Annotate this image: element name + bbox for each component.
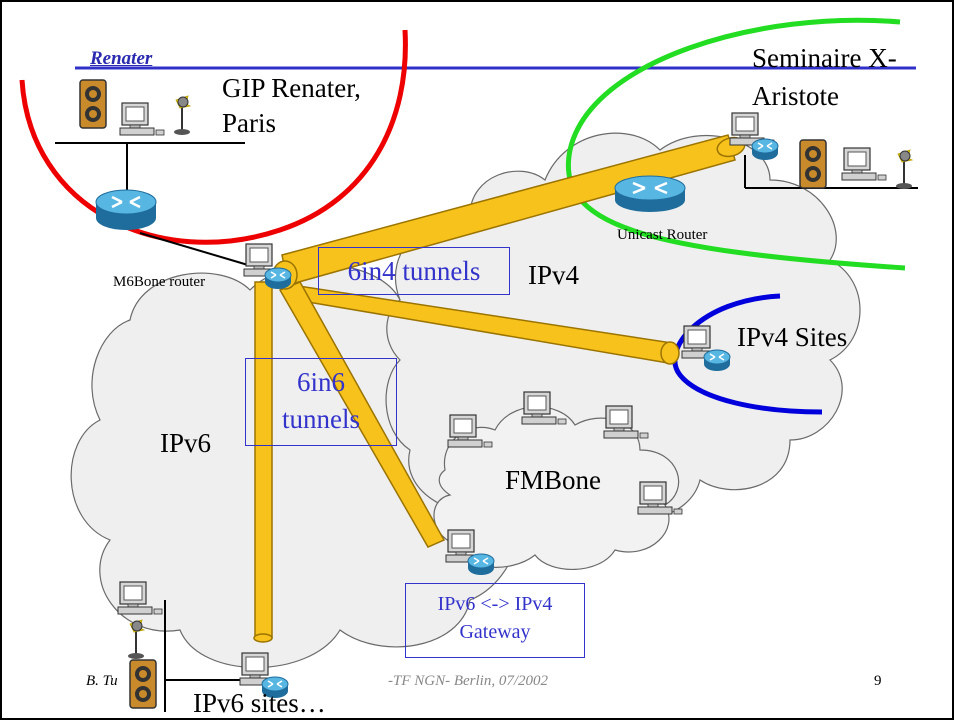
ipv4-sites-router-icon — [703, 349, 731, 372]
m6bone-router-icon — [264, 267, 292, 290]
six-in-four-tunnels-label: 6in4 tunnels — [318, 247, 510, 295]
renater-router-icon — [95, 189, 157, 230]
seminaire-arc — [566, 17, 906, 271]
ipv4-sites-arc — [672, 293, 823, 415]
ipv4-label: IPv4 — [528, 260, 580, 290]
ipv6-sites-microphone-icon — [127, 619, 145, 660]
renater-arc — [19, 29, 408, 245]
speaker-icon — [79, 79, 107, 129]
ipv6-sites-speaker-icon — [129, 659, 157, 709]
gateway-line2: Gateway — [459, 621, 531, 643]
footer-center: -TF NGN- Berlin, 07/2002 — [388, 673, 548, 689]
ipv6-sites-label: IPv6 sites… — [193, 688, 326, 718]
gateway-line1: IPv6 <-> IPv4 — [437, 593, 553, 615]
unicast-router-icon — [614, 175, 686, 212]
seminaire-router-icon — [751, 138, 779, 161]
aristote-label: Aristote — [752, 81, 839, 111]
paris-label: Paris — [222, 108, 276, 138]
ipv6-label: IPv6 — [160, 428, 212, 458]
gateway-box: IPv6 <-> IPv4 Gateway — [405, 583, 585, 658]
gateway-router-icon — [467, 553, 495, 576]
computer-icon — [119, 102, 165, 136]
renater-logo: Renater — [90, 48, 153, 69]
footer-author: B. Tu — [86, 673, 118, 689]
fmbone-label: FMBone — [505, 465, 602, 495]
six-in-six-line2: tunnels — [282, 404, 360, 434]
six-in-six-tunnels-box: 6in6 tunnels — [245, 358, 397, 446]
unicast-router-label: Unicast Router — [617, 227, 708, 243]
seminaire-computer2-icon — [841, 147, 887, 181]
m6bone-router-label: M6Bone router — [113, 274, 206, 290]
tunnel-end-ipv4-sites — [660, 341, 680, 365]
seminaire-speaker-icon — [799, 139, 827, 189]
six-in-six-line1: 6in6 — [296, 367, 345, 397]
seminaire-label: Seminaire X- — [752, 43, 897, 73]
tunnel-to-ipv6-sites — [254, 281, 273, 639]
gip-renater-label: GIP Renater, — [222, 73, 361, 103]
ipv4-sites-label: IPv4 Sites — [737, 322, 848, 352]
seminaire-microphone-icon — [895, 149, 913, 190]
page-number: 9 — [874, 673, 882, 689]
network-wires — [55, 142, 918, 712]
microphone-icon — [173, 95, 191, 136]
